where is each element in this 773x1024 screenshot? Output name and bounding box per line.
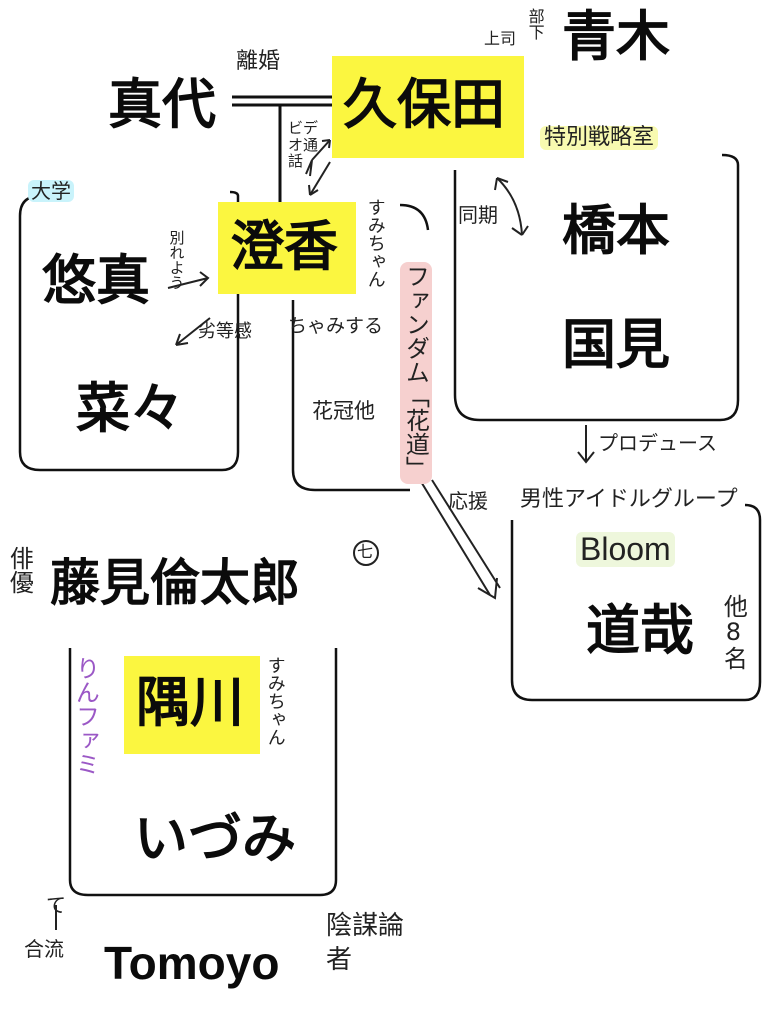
name-tomoyo: Tomoyo — [104, 937, 280, 989]
university-box — [18, 190, 240, 472]
label-rinfami: りんファミ — [71, 656, 100, 776]
label-video-call: ビデオ通話 — [288, 119, 319, 170]
label-sumichan-2: すみちゃん — [264, 656, 286, 746]
label-actor: 俳優 — [5, 546, 34, 594]
label-chayamisuru: ちゃみする — [288, 315, 384, 337]
support-arrow — [419, 479, 501, 600]
name-hashimoto: 橋本 — [562, 199, 670, 262]
name-izumi: いづみ — [134, 807, 296, 870]
label-university: 大学 — [28, 180, 74, 202]
label-special-office: 特別戦略室 — [540, 125, 659, 151]
name-michiya: 道哉 — [586, 599, 694, 662]
label-bloom: Bloom — [576, 531, 675, 568]
label-nana-mark: 七 — [357, 542, 374, 561]
nana-mark-circle — [353, 540, 379, 566]
sumikawa-highlight — [124, 656, 260, 754]
breakup-arrow — [167, 271, 210, 289]
fandom-highlight — [400, 262, 432, 484]
label-breakup: 別れよう — [167, 230, 186, 290]
label-others8: 他8名 — [719, 594, 748, 670]
inferiority-arrow — [175, 317, 211, 346]
label-conspiracy-text: 陰謀論者 — [326, 911, 405, 975]
video-call-arrow — [305, 139, 331, 177]
label-support: 応援 — [448, 489, 488, 513]
label-conspiracy: 陰謀論者 — [326, 910, 406, 978]
label-te: て — [46, 893, 66, 917]
name-kubota: 久保田 — [343, 73, 505, 136]
label-group: 男性アイドルグループ — [520, 487, 738, 512]
label-same-year: 同期 — [458, 203, 498, 227]
label-produce: プロデュース — [598, 431, 717, 455]
name-mashiro: 真代 — [108, 73, 216, 136]
label-fandom: ファンダム「花道」 — [401, 264, 430, 480]
bloom-box — [510, 503, 762, 702]
fandom-box — [291, 300, 410, 492]
same-year-arrow — [496, 177, 523, 236]
label-subordinate: 部下 — [525, 8, 545, 40]
name-aoki: 青木 — [562, 5, 670, 68]
produce-arrow — [577, 425, 595, 464]
name-yuma: 悠真 — [42, 249, 150, 312]
name-sumikawa: 隅川 — [136, 671, 244, 734]
name-kunimi: 国見 — [562, 313, 670, 376]
label-sumichan-1: すみちゃん — [364, 198, 386, 288]
name-fujimi: 藤見倫太郎 — [50, 554, 300, 612]
label-inferiority: 劣等感 — [198, 321, 252, 342]
name-sumika: 澄香 — [230, 215, 338, 278]
label-superior: 上司 — [484, 29, 517, 48]
label-video-call-1: ビデオ通話 — [288, 120, 332, 170]
name-nana: 菜々 — [76, 377, 184, 440]
actor-box — [68, 648, 338, 897]
label-divorce: 離婚 — [236, 49, 281, 74]
kubota-highlight — [332, 56, 524, 158]
label-joined: 合流 — [24, 937, 64, 961]
special-office-box — [453, 153, 740, 422]
sumika-highlight — [218, 202, 356, 294]
label-hanakan: 花冠他 — [312, 399, 375, 423]
